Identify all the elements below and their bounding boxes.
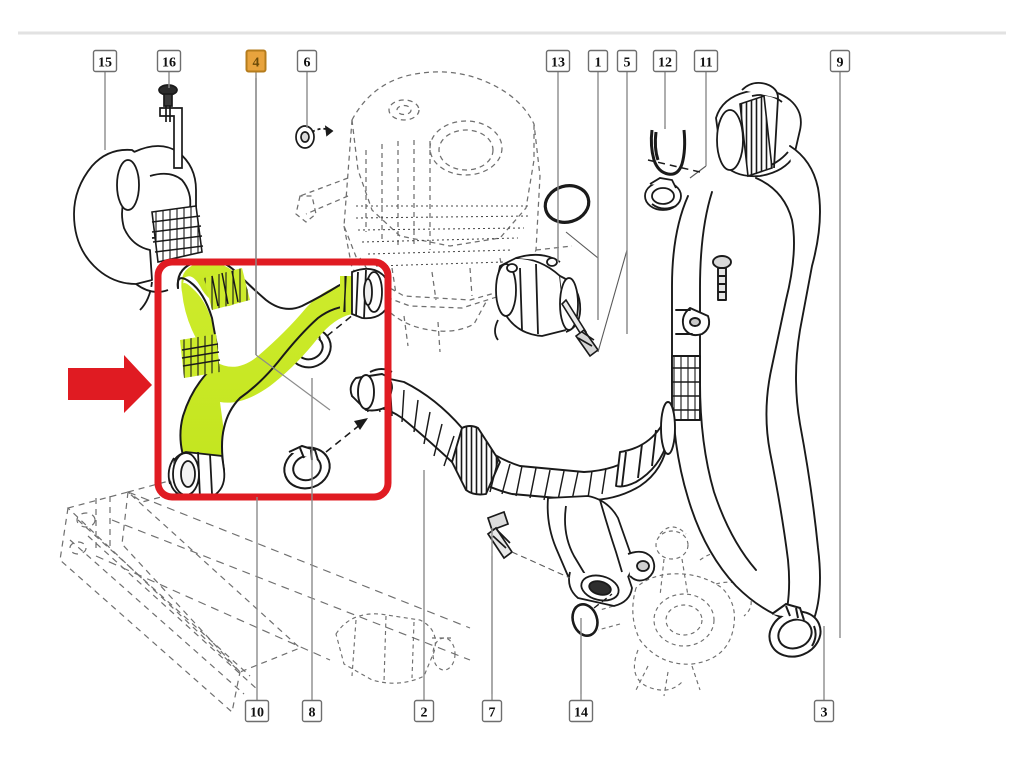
intake-manifold-phantom — [335, 613, 456, 684]
callout-box[interactable] — [652, 49, 678, 73]
callout-11[interactable]: 11 — [693, 49, 719, 73]
callout-box[interactable] — [301, 699, 323, 723]
part-o-ring-seal — [543, 184, 591, 224]
callout-12[interactable]: 12 — [652, 49, 678, 73]
callout-box[interactable] — [587, 49, 609, 73]
callout-8[interactable]: 8 — [301, 699, 323, 723]
intercooler-phantom — [59, 477, 302, 714]
callout-number: 4 — [253, 56, 260, 71]
callout-9[interactable]: 9 — [829, 49, 851, 73]
part-turbo-inlet-pipe-right — [671, 145, 821, 629]
callout-box[interactable] — [481, 699, 503, 723]
callout-box[interactable] — [616, 49, 638, 73]
part-hose-clamp-lower-left — [283, 444, 331, 490]
callout-number: 7 — [489, 706, 496, 721]
part-corrugated-air-duct — [349, 368, 676, 502]
callout-number: 12 — [658, 56, 672, 71]
selection-highlight-box — [154, 258, 392, 501]
callout-7[interactable]: 7 — [481, 699, 503, 723]
hose-end-cuff-top-right — [351, 267, 392, 320]
hose-rib-collar-mid — [204, 268, 250, 310]
callout-6[interactable]: 6 — [296, 49, 318, 73]
callout-4[interactable]: 4 — [245, 49, 267, 73]
callout-number: 13 — [551, 56, 565, 71]
callout-box[interactable] — [568, 699, 594, 723]
part-gasket-ring-lower — [571, 603, 599, 637]
callout-box[interactable] — [693, 49, 719, 73]
callout-number: 3 — [821, 706, 828, 721]
callout-group-bottom: 10 8 2 7 14 3 — [244, 699, 835, 723]
callout-box[interactable] — [245, 49, 267, 73]
callout-number: 10 — [250, 706, 264, 721]
part-11-clamp-ring — [739, 94, 773, 178]
part-throttle-body-bolt — [560, 298, 600, 358]
part-14-assembly-line — [593, 593, 613, 609]
callout-box[interactable] — [244, 699, 270, 723]
part-hose-retaining-clip — [649, 129, 687, 176]
callout-5[interactable]: 5 — [616, 49, 638, 73]
callout-3[interactable]: 3 — [813, 699, 835, 723]
selection-pointer-arrow — [68, 355, 152, 413]
part-duct-mounting-bolt — [486, 510, 514, 560]
callout-number: 9 — [837, 56, 844, 71]
callout-number: 1 — [595, 56, 602, 71]
callout-16[interactable]: 16 — [156, 49, 182, 73]
assembly-arrow-11 — [647, 159, 701, 173]
part-grommet-washer — [295, 125, 334, 149]
part-throttle-body-elbow — [494, 253, 582, 341]
callout-4-leader-tail — [255, 354, 331, 411]
highlighted-intercooler-hose — [167, 259, 392, 500]
callout-number: 2 — [421, 706, 428, 721]
callout-2[interactable]: 2 — [413, 699, 435, 723]
part-11-clamp-lower — [644, 177, 682, 211]
part-retaining-screw-upper-left — [158, 84, 183, 169]
callout-10[interactable]: 10 — [244, 699, 270, 723]
callout-number: 6 — [304, 56, 311, 71]
engine-block-shading — [355, 205, 531, 267]
hose-end-cuff-lower-left — [167, 451, 226, 500]
callout-13[interactable]: 13 — [545, 49, 571, 73]
callout-box[interactable] — [545, 49, 571, 73]
callout-box[interactable] — [92, 49, 118, 73]
callout-box[interactable] — [156, 49, 182, 73]
hose-rib-collar-lower-left — [180, 334, 221, 378]
part-duct-resonator-branch — [546, 495, 656, 607]
callout-leaders-bottom — [256, 378, 825, 701]
callout-number: 8 — [309, 706, 316, 721]
callout-leaders-top — [104, 71, 841, 638]
callout-box[interactable] — [813, 699, 835, 723]
callout-box[interactable] — [829, 49, 851, 73]
callout-number: 15 — [98, 56, 112, 71]
part-hose-clamp-right — [768, 602, 822, 658]
callout-15[interactable]: 15 — [92, 49, 118, 73]
intercooler-leader-rails — [95, 491, 471, 661]
part-15-ribbed-neck — [151, 205, 204, 263]
callout-box[interactable] — [413, 699, 435, 723]
callout-number: 16 — [162, 56, 176, 71]
callout-14[interactable]: 14 — [568, 699, 594, 723]
callout-number: 11 — [699, 56, 712, 71]
callout-box[interactable] — [296, 49, 318, 73]
callout-1[interactable]: 1 — [587, 49, 609, 73]
callout-number: 14 — [574, 706, 588, 721]
callout-number: 5 — [624, 56, 631, 71]
